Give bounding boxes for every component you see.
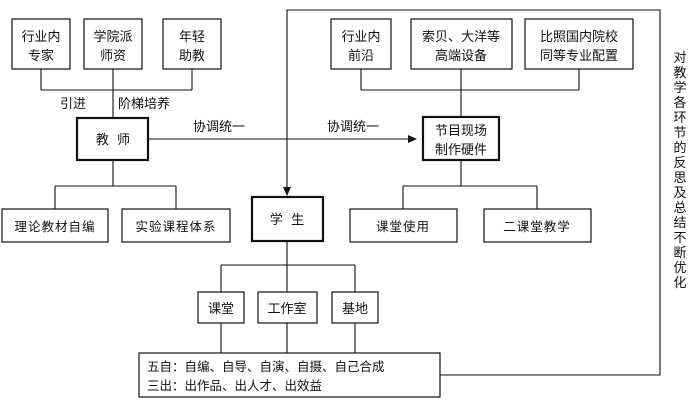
node-industry-frontier: 行业内 前沿 [330,18,392,70]
outcomes-line-1: 五自：自编、自导、自演、自摄、自己合成 [147,359,385,374]
svg-text:师资: 师资 [100,49,126,64]
node-college-teachers: 学院派 师资 [83,18,143,70]
label-coordinate-left: 协调统一 [193,120,245,135]
node-industry-experts: 行业内 专家 [11,18,71,70]
svg-text:制作硬件: 制作硬件 [435,143,487,158]
node-teacher: 教 师 [75,116,150,162]
outcomes-line-2: 三出：出作品、出人才、出效益 [147,378,322,393]
node-outcomes: 五自：自编、自导、自演、自摄、自己合成 三出：出作品、出人才、出效益 [138,352,441,398]
svg-text:教 师: 教 师 [96,132,130,148]
svg-text:专家: 专家 [28,48,54,64]
svg-text:课堂: 课堂 [208,302,234,317]
svg-text:理论教材自编: 理论教材自编 [14,219,95,234]
svg-text:基地: 基地 [342,302,368,317]
node-student: 学 生 [250,195,325,243]
svg-text:节目现场: 节目现场 [435,124,487,139]
svg-text:二课堂教学: 二课堂教学 [503,219,571,234]
svg-text:课堂使用: 课堂使用 [376,219,430,234]
connectors [40,9,661,376]
node-classroom: 课堂 [197,291,245,324]
svg-text:学 生: 学 生 [270,212,304,228]
label-coordinate-right: 协调统一 [327,120,379,135]
node-domestic-config: 比照国内院校 同等专业配置 [524,18,634,70]
node-classroom-use: 课堂使用 [349,208,458,243]
svg-text:工作室: 工作室 [267,301,306,317]
svg-text:前沿: 前沿 [348,48,374,64]
node-studio: 工作室 [257,291,318,324]
label-echelon-training: 阶梯培养 [118,96,170,112]
side-note-vertical: 对教学各环节的反思及总结不断优化 [673,51,686,291]
edge-feedback-loop [283,9,661,376]
node-experiment-system: 实验课程体系 [121,208,231,243]
node-second-classroom: 二课堂教学 [483,208,592,243]
node-program-hardware: 节目现场 制作硬件 [421,115,501,162]
svg-text:同等专业配置: 同等专业配置 [540,48,618,64]
svg-text:索贝、大洋等: 索贝、大洋等 [422,29,500,45]
svg-text:实验课程体系: 实验课程体系 [135,219,216,234]
svg-text:行业内: 行业内 [341,29,380,45]
node-base: 基地 [331,291,379,324]
node-high-end-equipment: 索贝、大洋等 高端设备 [410,18,513,70]
svg-text:比照国内院校: 比照国内院校 [540,29,618,45]
svg-text:行业内: 行业内 [21,29,60,45]
svg-text:年轻: 年轻 [179,30,205,45]
svg-text:学院派: 学院派 [93,29,132,45]
svg-text:助教: 助教 [179,48,205,64]
node-young-assistants: 年轻 助教 [162,18,222,70]
svg-text:高端设备: 高端设备 [435,48,487,64]
node-theory-textbook: 理论教材自编 [1,208,109,243]
side-note-text: 对教学各环节的反思及总结不断优化 [673,51,686,291]
label-introduce: 引进 [60,97,86,112]
